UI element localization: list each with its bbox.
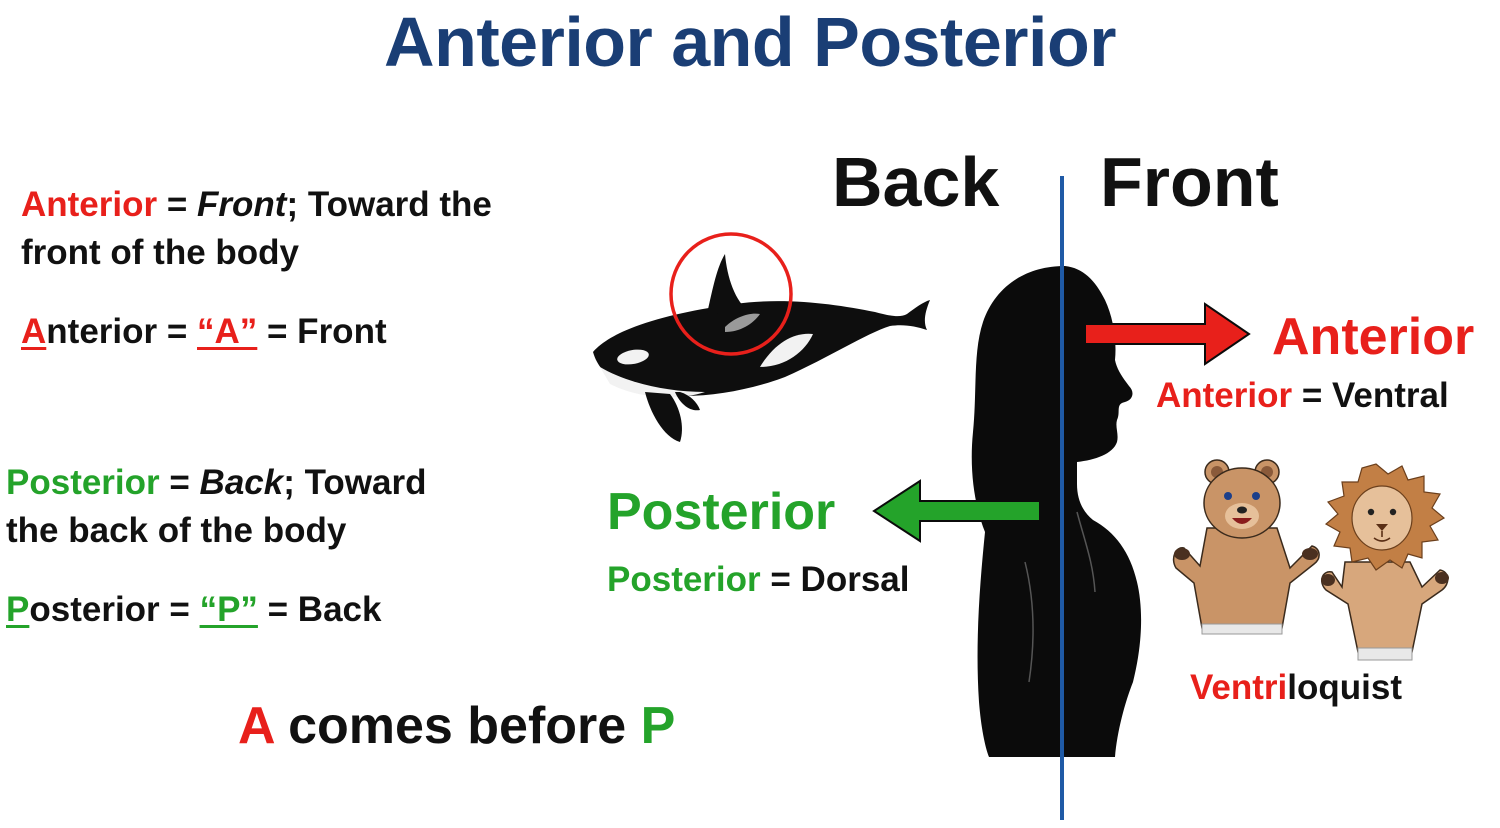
definition-text: ; Toward xyxy=(283,463,427,502)
mnemonic-tail: = Back xyxy=(257,590,382,629)
equals: = xyxy=(159,463,200,502)
ventriloquist-rest: loquist xyxy=(1287,668,1402,707)
definition-text-line2: front of the body xyxy=(21,233,300,272)
anterior-label: Anterior xyxy=(1272,308,1475,366)
anterior-ventral-equation: Anterior = Ventral xyxy=(1156,376,1449,416)
posterior-quote: “P” xyxy=(199,590,258,629)
summary-middle: comes before xyxy=(273,697,641,755)
posterior-dorsal-equation: Posterior = Dorsal xyxy=(607,560,909,600)
summary-p: P xyxy=(640,697,676,755)
mnemonic-text: osterior = xyxy=(29,590,200,629)
anterior-term: Anterior xyxy=(1156,376,1293,415)
posterior-definition: Posterior = Back; Toward the back of the… xyxy=(6,459,426,555)
front-word: Front xyxy=(197,185,287,224)
posterior-term: Posterior xyxy=(607,560,761,599)
anterior-mnemonic: Anterior = “A” = Front xyxy=(21,308,387,356)
back-label: Back xyxy=(832,143,1000,221)
back-word: Back xyxy=(199,463,284,502)
anterior-arrow-icon xyxy=(1084,302,1251,366)
orca-whale-icon xyxy=(593,232,930,442)
lion-puppet-icon xyxy=(1321,463,1449,661)
equals: = xyxy=(157,185,198,224)
posterior-label: Posterior xyxy=(607,483,836,541)
ventral-text: = Ventral xyxy=(1292,376,1449,415)
bear-puppet-icon xyxy=(1172,459,1320,635)
mnemonic-text: nterior = xyxy=(46,312,198,351)
definition-text: ; Toward the xyxy=(286,185,492,224)
ventriloquist-label: Ventriloquist xyxy=(1190,668,1402,708)
posterior-letter: P xyxy=(6,590,30,629)
ventri-highlight: Ventri xyxy=(1190,668,1288,707)
summary-mnemonic: A comes before P xyxy=(238,696,675,756)
dorsal-fin-highlight-circle xyxy=(669,232,793,356)
front-label: Front xyxy=(1100,143,1279,221)
mnemonic-tail: = Front xyxy=(257,312,387,351)
dorsal-text: = Dorsal xyxy=(760,560,910,599)
definition-text-line2: the back of the body xyxy=(6,511,347,550)
anterior-term: Anterior xyxy=(21,185,158,224)
summary-a: A xyxy=(238,697,274,755)
posterior-term: Posterior xyxy=(6,463,160,502)
posterior-arrow-icon xyxy=(872,479,1041,543)
anterior-definition: Anterior = Front; Toward the front of th… xyxy=(21,181,492,277)
anterior-letter: A xyxy=(21,312,47,351)
posterior-mnemonic: Posterior = “P” = Back xyxy=(6,586,381,634)
midline-divider xyxy=(1060,176,1064,820)
page-title: Anterior and Posterior xyxy=(384,3,1116,81)
anterior-quote: “A” xyxy=(197,312,258,351)
human-silhouette-icon xyxy=(971,266,1142,757)
